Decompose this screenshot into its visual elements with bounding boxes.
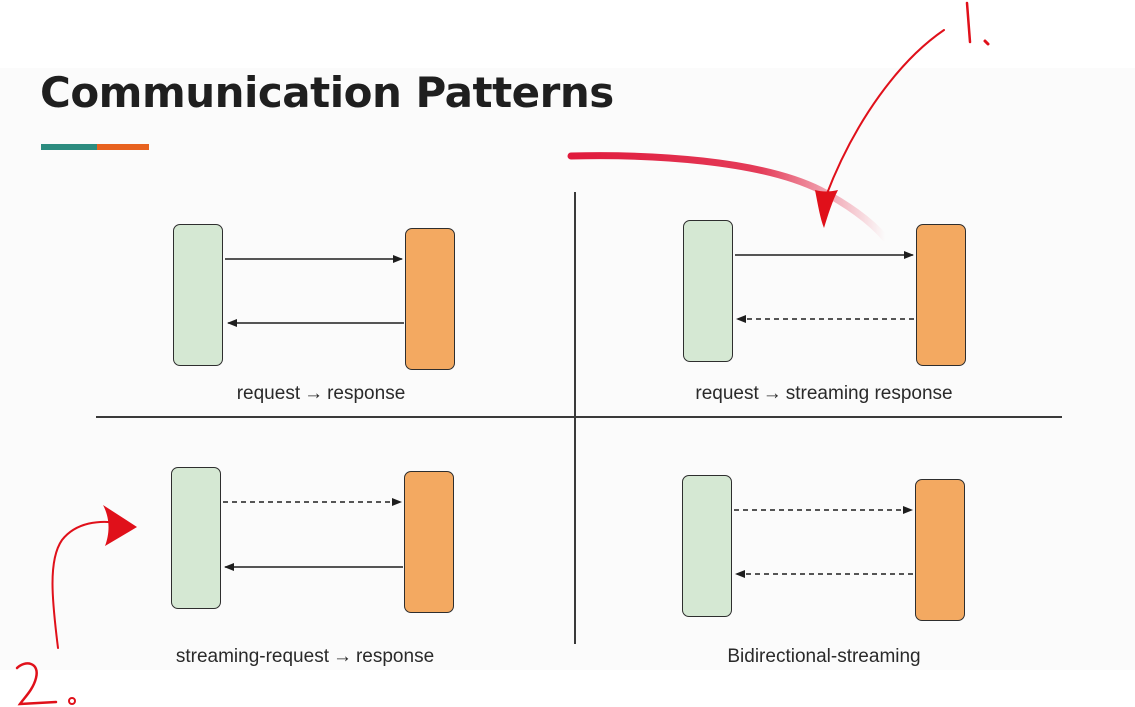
title-accent-teal	[41, 144, 97, 150]
caption-request-streaming-response: request→streaming response	[604, 383, 1044, 405]
bottom-cutoff	[0, 670, 1135, 707]
caption-right: response	[355, 646, 435, 667]
client-box-bidirectional-streaming	[682, 475, 732, 617]
caption-left: streaming-request	[175, 646, 329, 667]
caption-right: response	[327, 383, 406, 404]
caption-right: streaming response	[785, 383, 953, 404]
caption-left: request	[236, 383, 301, 404]
title-accent-orange	[97, 144, 149, 150]
caption-label: Bidirectional-streaming	[727, 646, 921, 667]
client-box-streaming-request-response	[171, 467, 221, 609]
server-box-bidirectional-streaming	[915, 479, 965, 621]
server-box-request-response	[405, 228, 455, 370]
caption-streaming-request-response: streaming-request→response	[85, 646, 525, 668]
caption-left: request	[695, 383, 759, 404]
server-box-request-streaming-response	[916, 224, 966, 366]
client-box-request-streaming-response	[683, 220, 733, 362]
caption-request-response: request→response	[101, 383, 541, 405]
client-box-request-response	[173, 224, 223, 366]
right-arrow-icon: →	[332, 646, 352, 667]
vertical-divider	[574, 192, 576, 644]
caption-bidirectional-streaming: Bidirectional-streaming	[604, 646, 1044, 668]
right-arrow-icon: →	[762, 383, 782, 404]
slide-title: Communication Patterns	[40, 68, 614, 117]
horizontal-divider	[96, 416, 1062, 418]
right-arrow-icon: →	[304, 383, 324, 404]
server-box-streaming-request-response	[404, 471, 454, 613]
